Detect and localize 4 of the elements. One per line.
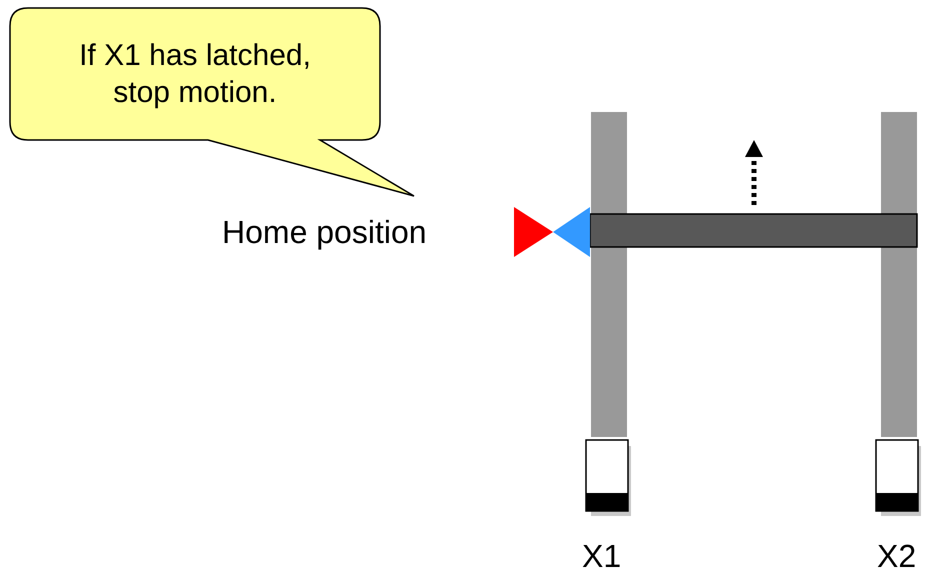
- position-label: Home position: [222, 216, 427, 248]
- sensor-label: X1: [582, 540, 622, 572]
- callout-text: If X1 has latched, stop motion.: [78, 38, 312, 111]
- sensor-label: X2: [877, 540, 916, 572]
